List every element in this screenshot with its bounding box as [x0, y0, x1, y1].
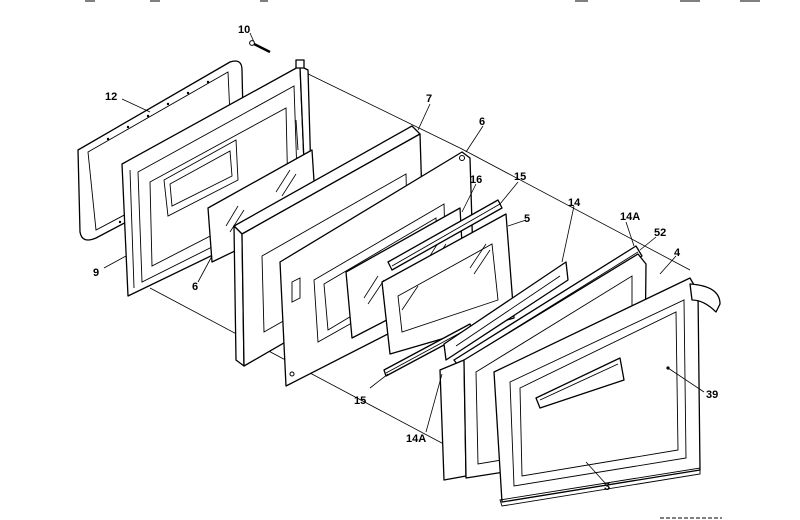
- callout-labels: 10 12 9 6 7 6 16 15 5 14 14A 52 4 39 15 …: [93, 24, 718, 493]
- callout-14a-top: 14A: [620, 211, 640, 223]
- callout-3: 3: [604, 481, 610, 493]
- callout-4: 4: [674, 247, 681, 259]
- screw: [249, 40, 271, 54]
- callout-39: 39: [706, 389, 718, 401]
- callout-7: 7: [426, 93, 432, 105]
- outer-door-frame: [493, 277, 721, 503]
- callout-6-left: 6: [192, 281, 198, 293]
- callout-16: 16: [470, 174, 482, 186]
- door-panel: [443, 261, 569, 361]
- trim-strip-bottom: [439, 359, 467, 481]
- callout-10: 10: [238, 24, 250, 36]
- callout-52: 52: [654, 227, 666, 239]
- callout-14a-bottom: 14A: [406, 433, 426, 445]
- bottom-trim: [499, 467, 701, 507]
- callout-6-right: 6: [479, 116, 485, 128]
- callout-5: 5: [524, 213, 530, 225]
- callout-15-bottom: 15: [354, 395, 366, 407]
- callout-12: 12: [105, 91, 117, 103]
- callout-14: 14: [568, 197, 581, 209]
- callout-15-top: 15: [514, 171, 526, 183]
- glass-retainer-top: [387, 199, 503, 271]
- callout-9: 9: [93, 267, 99, 279]
- leader-lines: [103, 32, 705, 485]
